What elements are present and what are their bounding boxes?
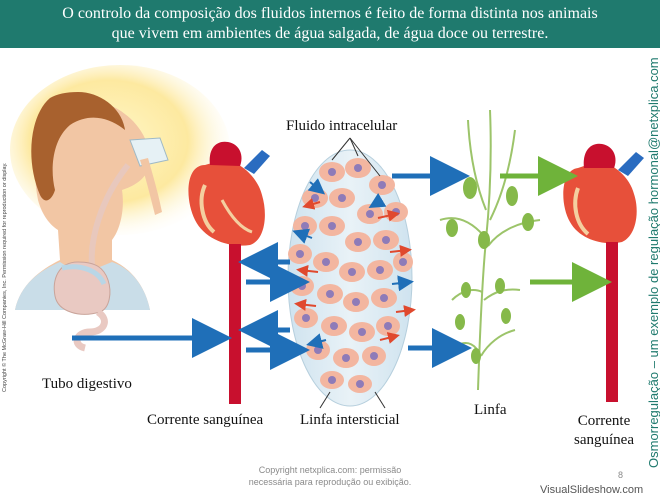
label-corrente-sanguinea-right: Corrente sanguínea (566, 412, 642, 450)
label-fluido-intracelular: Fluido intracelular (286, 118, 397, 135)
footer-line-1: Copyright netxplica.com: permissão (230, 464, 430, 476)
label-tubo-digestivo: Tubo digestivo (42, 376, 132, 393)
footer-copyright: Copyright netxplica.com: permissão neces… (230, 464, 430, 488)
lymph-nodes (446, 177, 534, 364)
side-title: Osmorregulação – um exemplo de regulação… (646, 57, 660, 468)
label-corrente-right-line-1: Corrente (566, 412, 642, 431)
right-heart-illustration (563, 144, 644, 243)
watermark[interactable]: VisualSlideshow.com (540, 484, 643, 496)
page-number: 8 (618, 470, 623, 480)
side-copyright: Copyright © The McGraw-Hill Companies, I… (2, 163, 8, 392)
label-linfa: Linfa (474, 402, 506, 419)
left-blood-vessel (229, 244, 241, 404)
label-corrente-right-line-2: sanguínea (566, 431, 642, 450)
footer-line-2: necessária para reprodução ou exibição. (230, 476, 430, 488)
right-blood-vessel (606, 242, 618, 402)
label-linfa-intersticial: Linfa intersticial (300, 412, 400, 429)
label-corrente-sanguinea-left: Corrente sanguínea (147, 412, 263, 429)
